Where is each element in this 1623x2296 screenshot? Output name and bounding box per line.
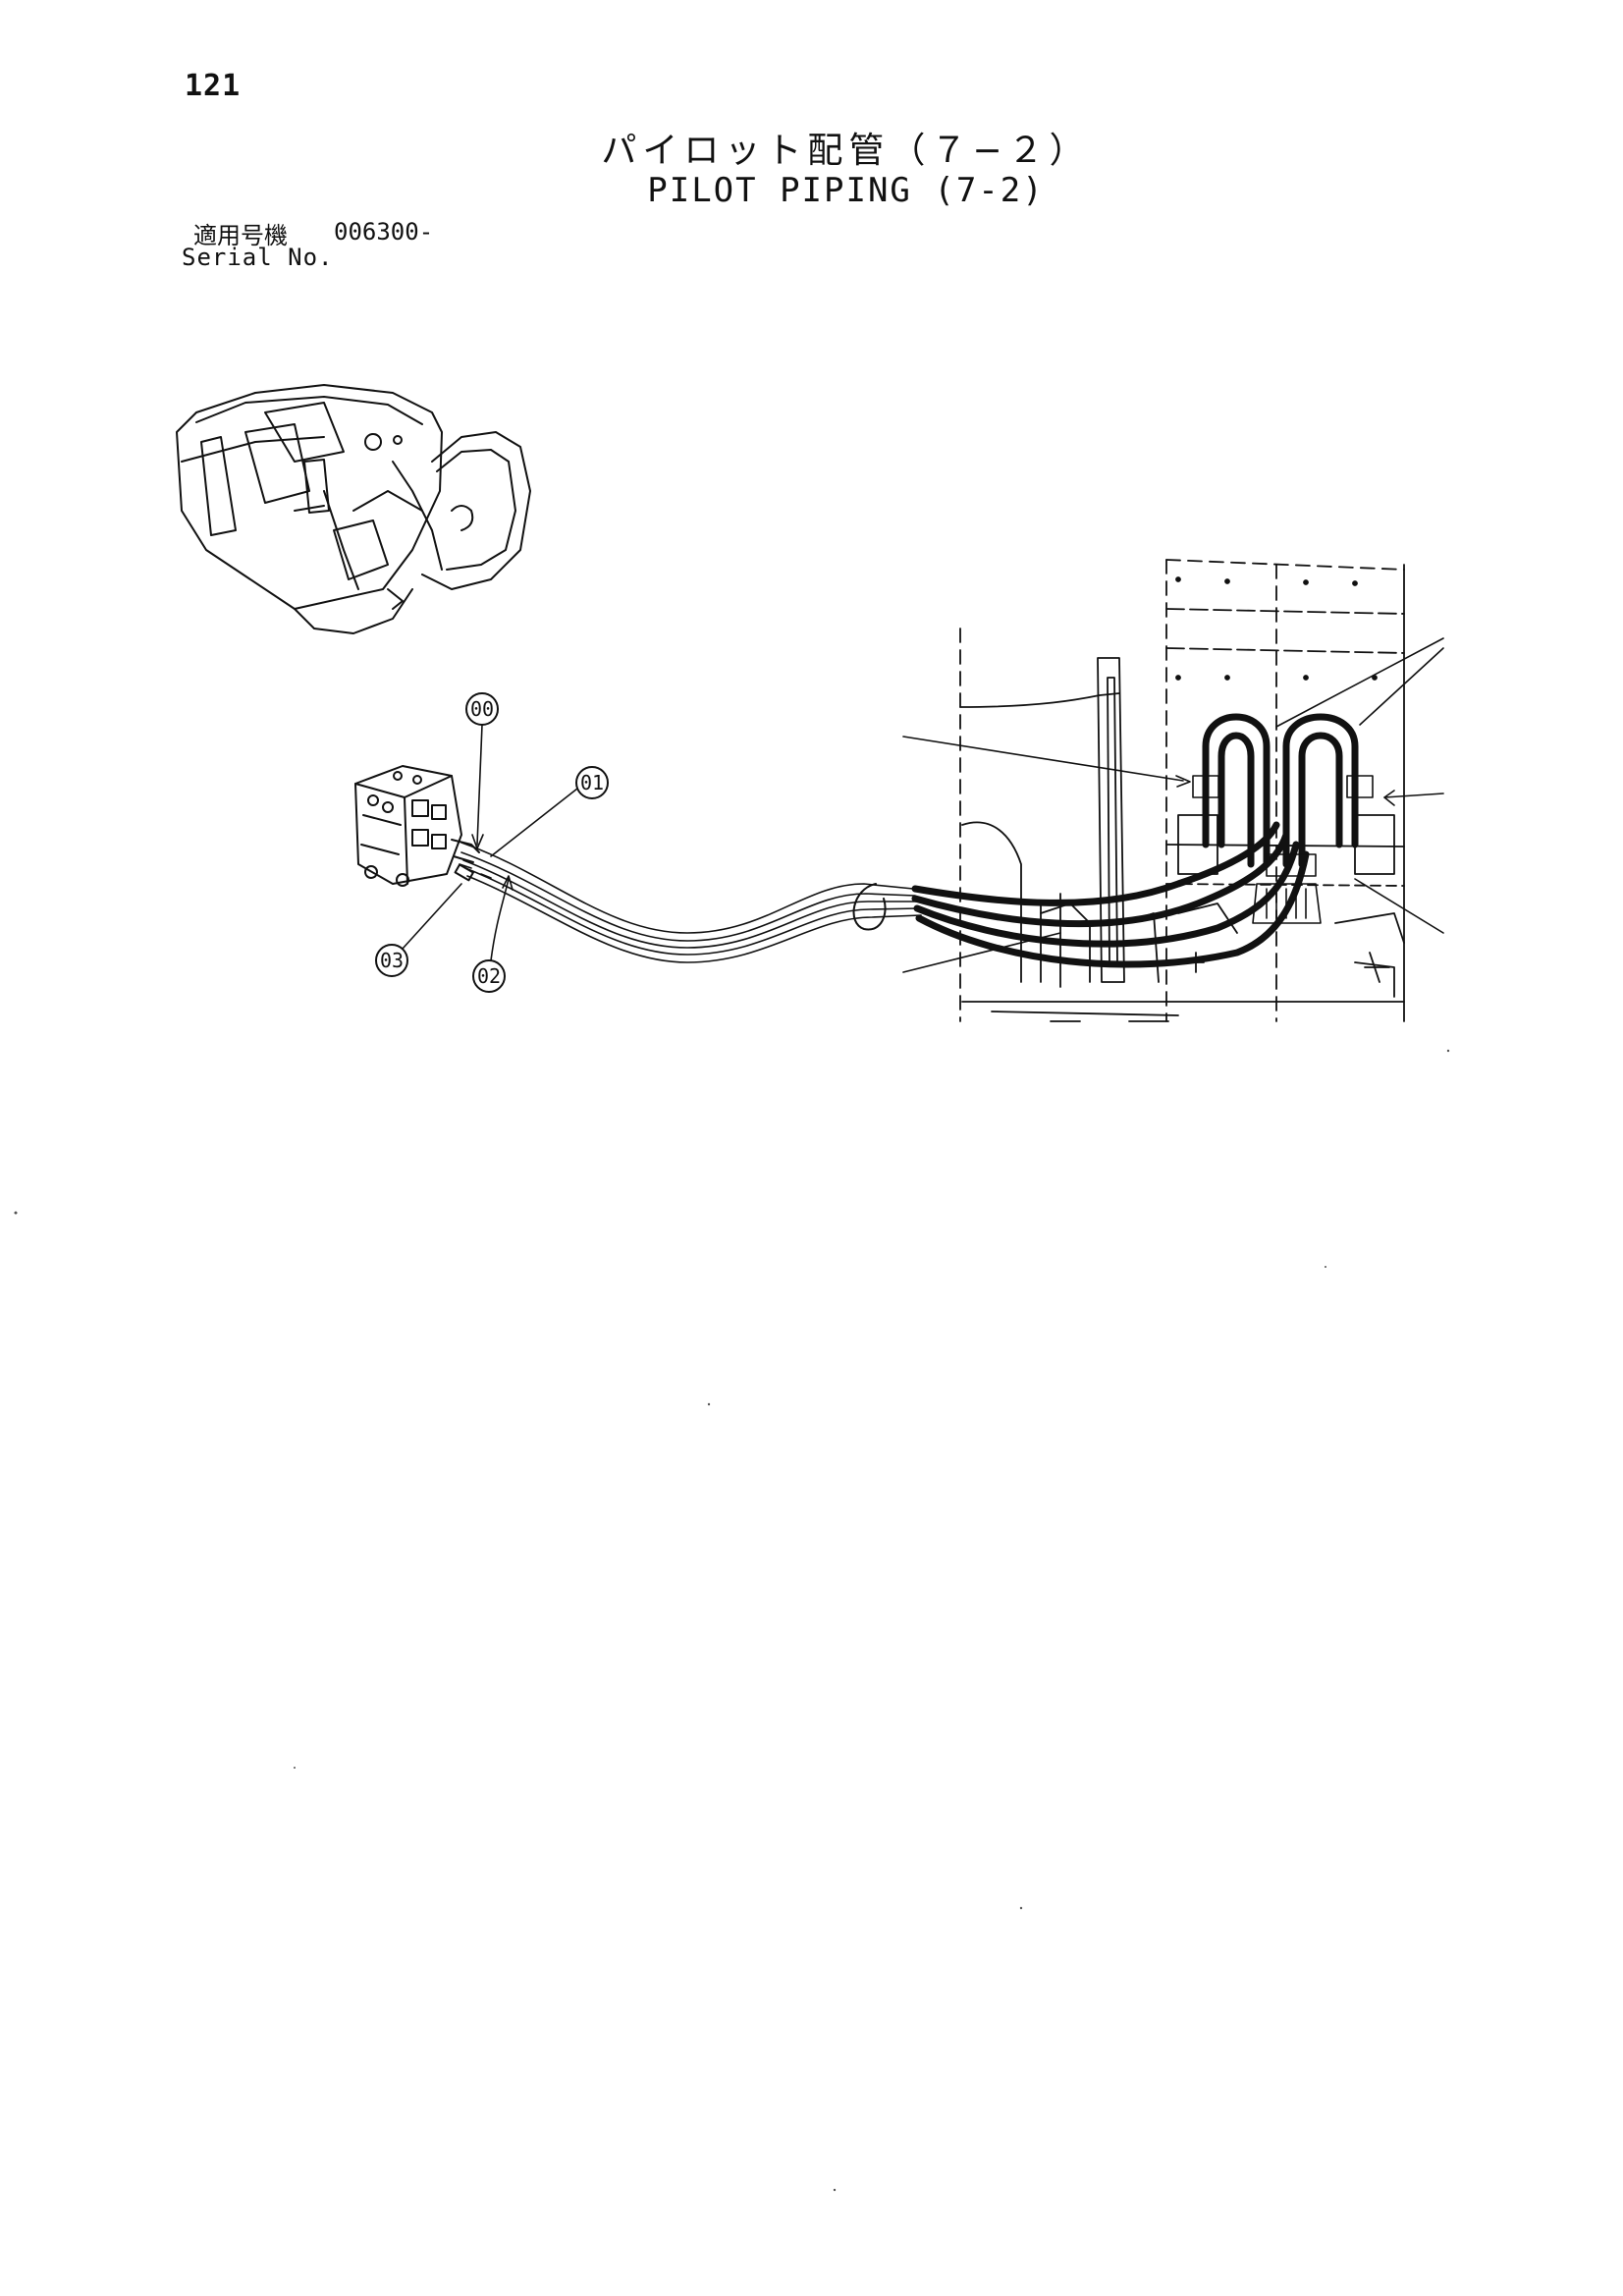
machine-overview-illustration [176,384,531,634]
page-number: 121 [185,69,242,103]
pilot-hoses-thin [459,842,922,963]
serial-value: 006300- [334,218,434,246]
title-english: PILOT PIPING (7-2) [647,171,1045,210]
hose-clamp [852,883,887,931]
callout-00: 00 [465,692,499,849]
callout-02-label: 02 [477,964,501,988]
title-japanese: パイロット配管（７−２） [601,131,1091,171]
callout-01: 01 [490,766,609,857]
pilot-hoses-thick [911,713,1359,968]
callout-01-label: 01 [580,771,604,794]
leader-lines [902,637,1444,973]
scan-specks [14,1049,1450,2192]
callout-00-label: 00 [470,697,494,721]
serial-label-japanese: 適用号機 [193,222,288,249]
callout-03-label: 03 [380,949,404,972]
hose-fittings [1192,775,1374,924]
callout-02: 02 [472,875,514,993]
serial-label-english: Serial No. [182,244,334,271]
pilot-valve-block [354,765,480,887]
callout-03: 03 [375,863,474,977]
